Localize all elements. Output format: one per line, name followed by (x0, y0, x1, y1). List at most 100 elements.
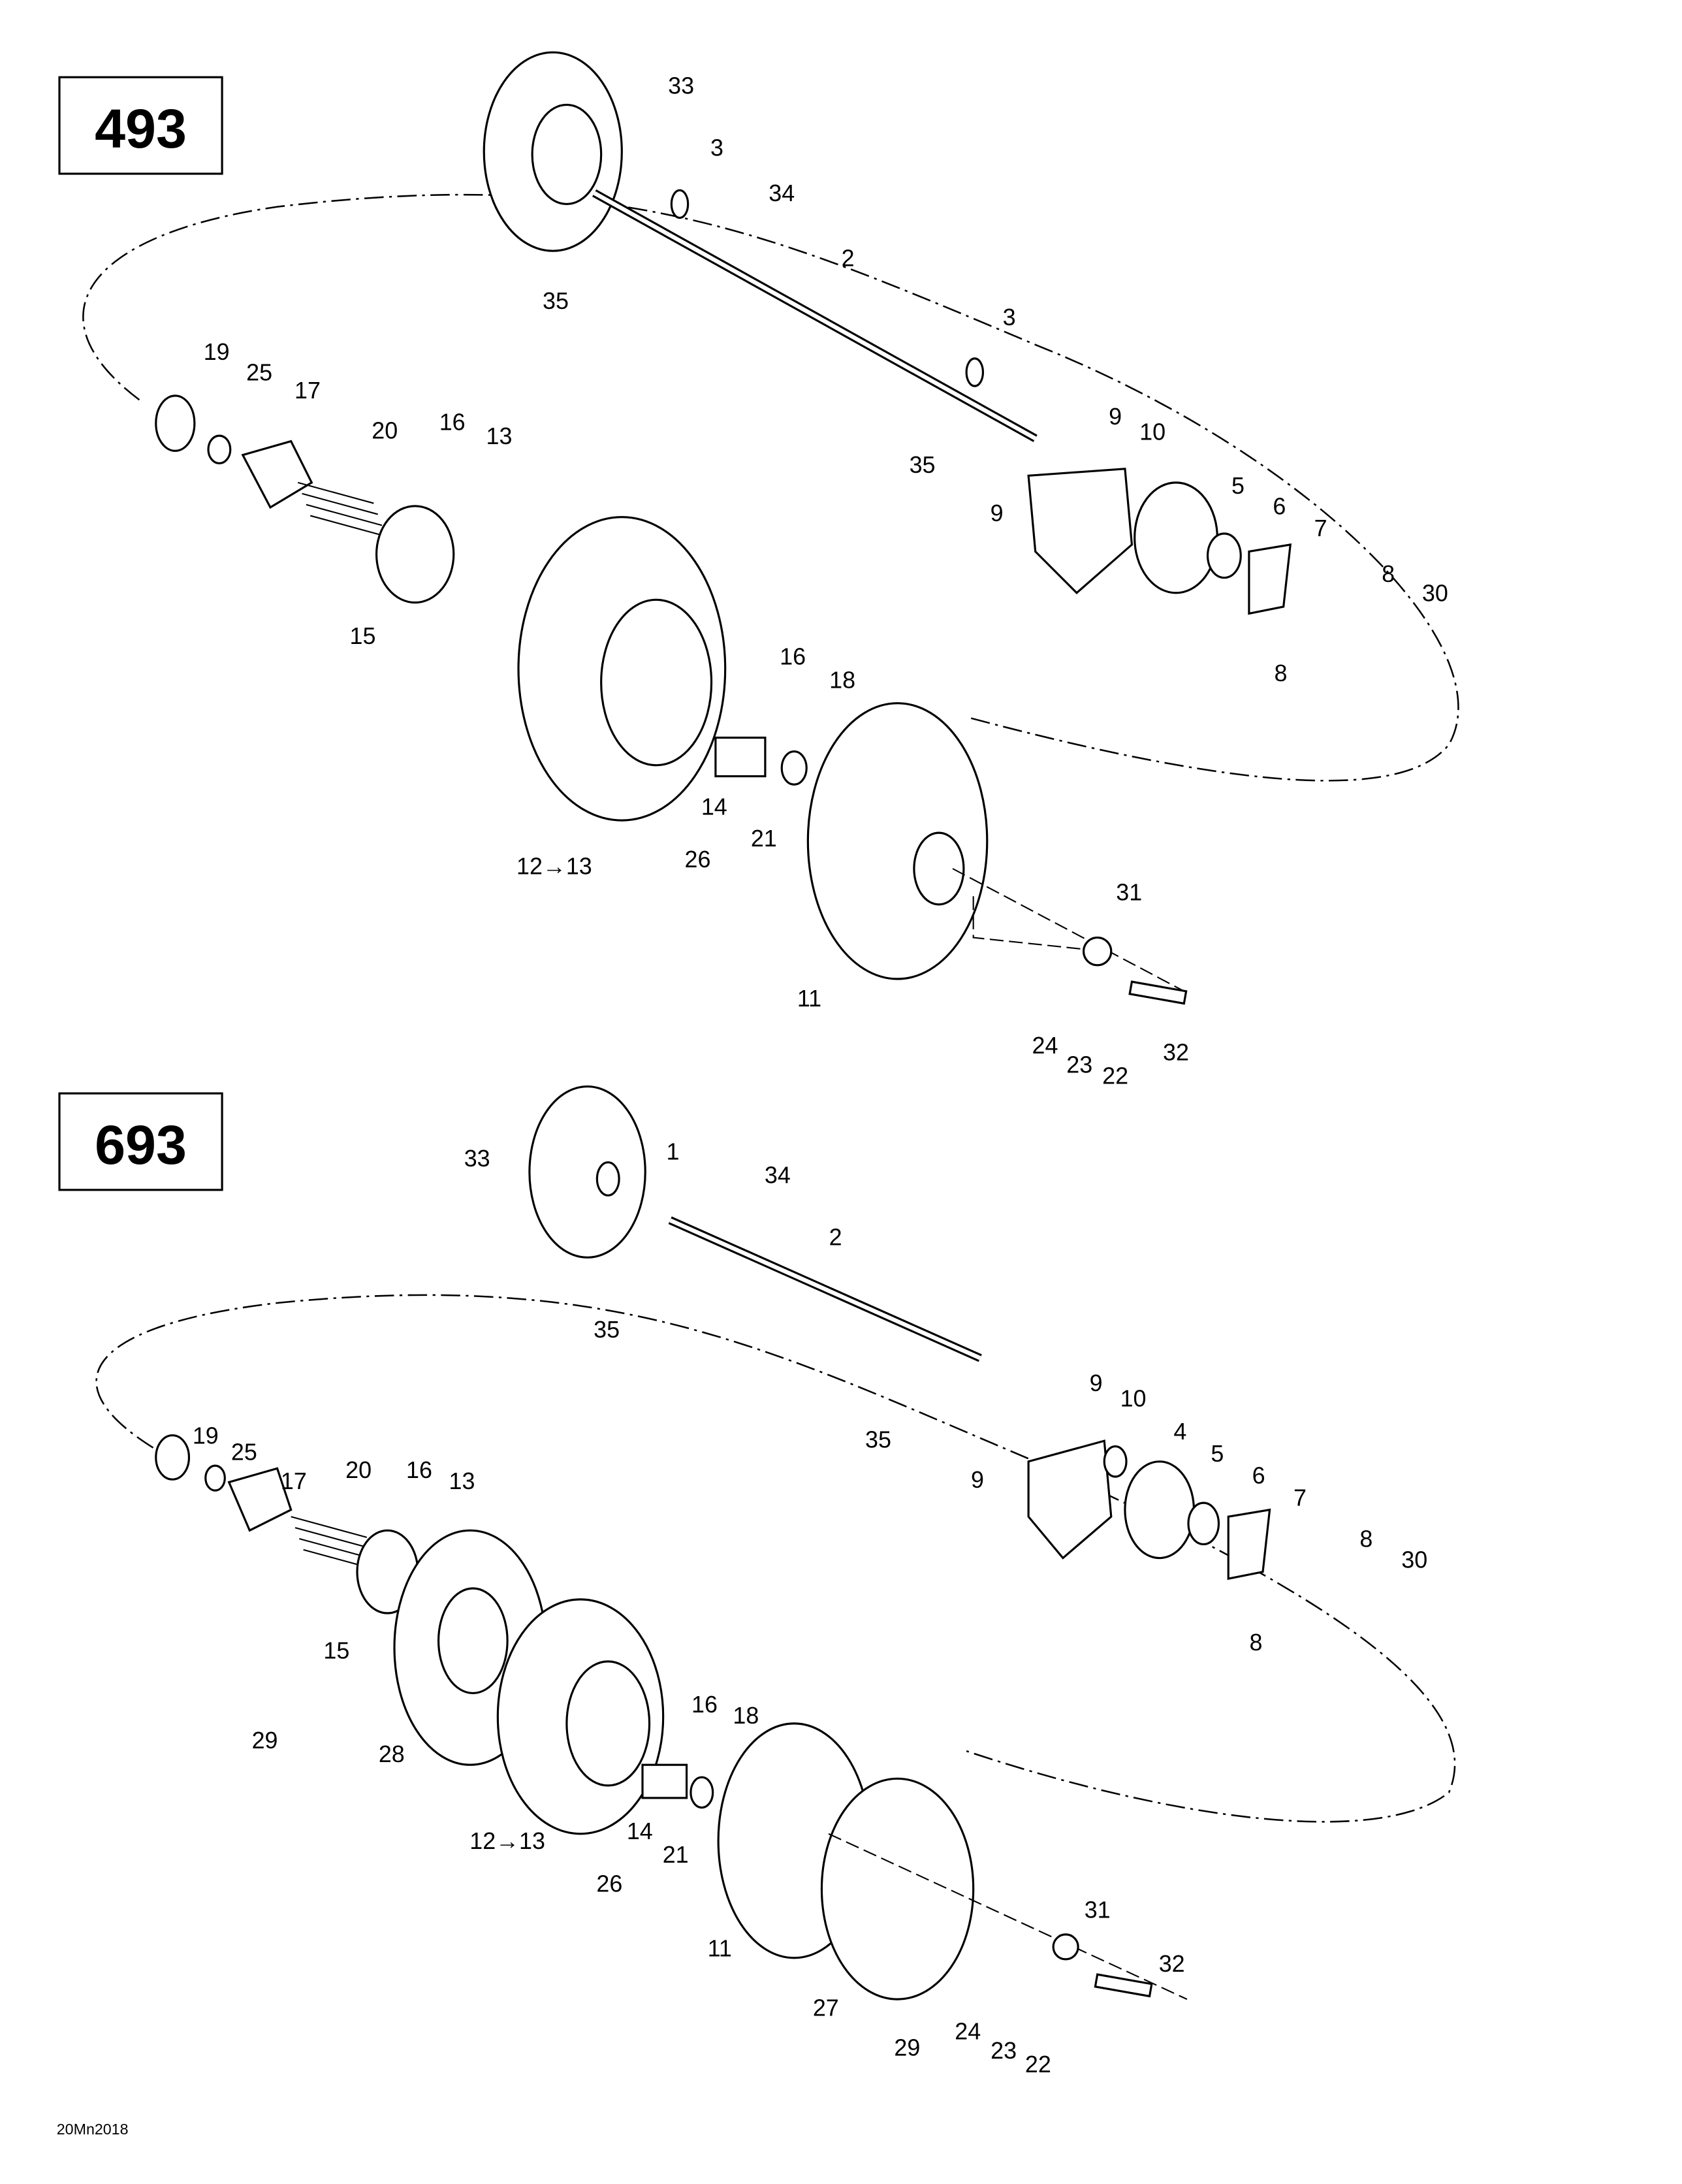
callout[interactable]: 9 (991, 500, 1004, 526)
callout[interactable]: 22 (1025, 2051, 1051, 2078)
callout[interactable]: 8 (1359, 1526, 1373, 1552)
callout[interactable]: 27 (813, 1995, 839, 2021)
callout[interactable]: 24 (1032, 1033, 1058, 1059)
callout[interactable]: 33 (464, 1146, 490, 1172)
callout[interactable]: 9 (1109, 404, 1122, 430)
callout[interactable]: 19 (204, 339, 230, 365)
callout[interactable]: 21 (663, 1842, 689, 1868)
callout[interactable]: 12→13 (469, 1828, 545, 1854)
cam-wheel (806, 702, 989, 980)
o-ring (965, 357, 985, 387)
washer (1052, 1933, 1079, 1961)
view-493: 493 33 3 34 2 35 3 9 1 (58, 51, 1459, 1089)
callout[interactable]: 3 (1003, 304, 1016, 330)
callout[interactable]: 7 (1314, 515, 1327, 541)
callout[interactable]: 14 (627, 1818, 653, 1844)
cam (227, 1467, 293, 1532)
callout[interactable]: 19 (193, 1422, 219, 1449)
bearing (1206, 532, 1242, 579)
callout[interactable]: 24 (955, 2018, 981, 2044)
washer (207, 434, 232, 464)
callout[interactable]: 32 (1163, 1039, 1189, 1065)
callout[interactable]: 16 (439, 410, 466, 436)
bushing (714, 736, 767, 778)
callout[interactable]: 15 (323, 1638, 349, 1664)
callout[interactable]: 16 (406, 1457, 432, 1483)
callout[interactable]: 1 (666, 1138, 679, 1164)
cover-plate (820, 1777, 975, 2000)
diagram-code: 20Mn2018 (57, 2121, 129, 2138)
washer (780, 750, 808, 786)
callout[interactable]: 17 (281, 1468, 307, 1494)
model-label-693: 693 (95, 1114, 187, 1176)
callout[interactable]: 28 (379, 1741, 405, 1767)
callout[interactable]: 20 (345, 1457, 372, 1483)
callout[interactable]: 25 (231, 1439, 257, 1466)
callout[interactable]: 8 (1249, 1630, 1262, 1656)
callout[interactable]: 10 (1120, 1385, 1147, 1411)
callout[interactable]: 5 (1211, 1441, 1224, 1467)
callout[interactable]: 35 (865, 1427, 891, 1453)
callout[interactable]: 21 (751, 826, 777, 852)
bearing-plate (1124, 1460, 1196, 1560)
callout[interactable]: 20 (372, 417, 398, 443)
callout[interactable]: 11 (797, 986, 821, 1012)
callout[interactable]: 10 (1139, 419, 1166, 445)
callout[interactable]: 2 (829, 1224, 842, 1250)
callout[interactable]: 14 (701, 794, 727, 820)
callout[interactable]: 15 (349, 623, 375, 649)
callout[interactable]: 29 (894, 2035, 920, 2061)
callout[interactable]: 16 (780, 644, 806, 670)
callout[interactable]: 31 (1116, 880, 1142, 906)
fixed-sheave (528, 1085, 646, 1259)
callout[interactable]: 34 (765, 1162, 791, 1188)
callout[interactable]: 31 (1085, 1897, 1111, 1923)
callout[interactable]: 30 (1401, 1547, 1427, 1573)
callout[interactable]: 23 (991, 2038, 1017, 2064)
callout[interactable]: 13 (449, 1468, 475, 1494)
washer (204, 1464, 226, 1492)
callouts-693: 33 1 34 2 35 9 10 35 4 9 5 6 7 8 30 8 19… (193, 1138, 1427, 2078)
model-label-493: 493 (95, 98, 187, 159)
callout[interactable]: 30 (1422, 580, 1448, 606)
callout[interactable]: 4 (1173, 1419, 1186, 1445)
callout[interactable]: 35 (543, 288, 569, 314)
callout[interactable]: 5 (1231, 473, 1245, 499)
circlip (155, 1434, 191, 1481)
bolt (1094, 1973, 1153, 1998)
callout[interactable]: 32 (1159, 1951, 1185, 1977)
callout[interactable]: 8 (1382, 561, 1395, 587)
callout[interactable]: 6 (1273, 493, 1286, 519)
callout[interactable]: 8 (1274, 660, 1287, 686)
bearing (1187, 1502, 1220, 1546)
callout[interactable]: 9 (1090, 1370, 1103, 1396)
callouts-493: 33 3 34 2 35 3 9 10 35 9 5 6 7 8 30 8 19… (204, 73, 1448, 1089)
bracket (1027, 468, 1134, 594)
bolt (1128, 980, 1188, 1005)
callout[interactable]: 12→13 (516, 853, 592, 879)
callout[interactable]: 26 (596, 1871, 622, 1897)
callout[interactable]: 16 (691, 1692, 718, 1718)
axis-line (952, 868, 1188, 993)
callout[interactable]: 26 (684, 846, 710, 873)
callout[interactable]: 23 (1066, 1052, 1092, 1078)
callout[interactable]: 7 (1293, 1485, 1307, 1511)
callout[interactable]: 35 (594, 1317, 620, 1343)
callout[interactable]: 25 (246, 360, 272, 386)
callout[interactable]: 17 (294, 377, 321, 404)
callout[interactable]: 2 (842, 245, 855, 271)
callout[interactable]: 18 (829, 667, 855, 693)
callout[interactable]: 6 (1252, 1463, 1265, 1489)
callout[interactable]: 29 (252, 1727, 278, 1754)
bracket (1027, 1439, 1113, 1560)
callout[interactable]: 33 (668, 73, 694, 99)
callout[interactable]: 35 (910, 452, 936, 478)
callout[interactable]: 34 (769, 180, 795, 206)
callout[interactable]: 13 (486, 423, 512, 449)
callout[interactable]: 9 (971, 1467, 984, 1493)
callout[interactable]: 22 (1102, 1063, 1128, 1089)
sheave-hub (595, 1161, 620, 1196)
callout[interactable]: 11 (708, 1936, 732, 1962)
callout[interactable]: 3 (710, 135, 723, 161)
callout[interactable]: 18 (733, 1703, 759, 1729)
